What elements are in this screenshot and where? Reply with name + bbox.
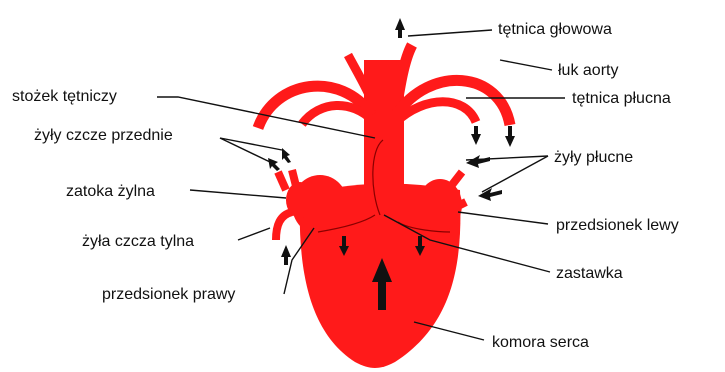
- label-zyly-plucne: żyły płucne: [554, 149, 633, 166]
- label-zyly-czcze-przednie: żyły czcze przednie: [34, 127, 173, 144]
- leader-zyly-czcze-2: [220, 138, 282, 150]
- anterior-vein-2: [292, 170, 296, 186]
- arrow-vein-2: [282, 148, 291, 163]
- label-stozek-tetniczy: stożek tętniczy: [12, 88, 117, 105]
- arrow-down-pulmonary-1: [471, 126, 481, 145]
- label-tetnica-glowowa: tętnica głowowa: [498, 21, 612, 38]
- leader-zatoka: [190, 190, 286, 198]
- label-przedsionek-lewy: przedsionek lewy: [556, 217, 679, 234]
- anterior-vein-1: [278, 172, 286, 190]
- leader-zyly-plucne-2: [482, 156, 548, 192]
- leader-zyly-czcze-1: [220, 138, 270, 162]
- label-przedsionek-prawy: przedsionek prawy: [102, 286, 235, 303]
- label-luk-aorty: łuk aorty: [558, 62, 618, 79]
- arrow-pulmonary-vein-1: [466, 155, 490, 168]
- leader-przedsionek-lewy: [458, 212, 548, 224]
- leader-tetnica-glowowa: [408, 30, 492, 36]
- leader-luk-aorty: [500, 60, 552, 70]
- arrow-down-pulmonary-2: [505, 126, 515, 147]
- heart-structure: [258, 45, 510, 368]
- label-zatoka-zylna: zatoka żylna: [66, 183, 155, 200]
- leader-zyla-tylna: [238, 228, 270, 240]
- label-komora-serca: komora serca: [492, 334, 589, 351]
- arrow-up-posterior: [281, 245, 291, 265]
- label-zastawka: zastawka: [556, 265, 623, 282]
- pulmonary-vein-1: [448, 172, 462, 190]
- label-tetnica-plucna: tętnica płucna: [572, 90, 671, 107]
- arrow-up-top: [395, 18, 405, 38]
- arrow-vein-1: [268, 158, 280, 171]
- arch-left-inner: [302, 105, 372, 124]
- label-zyla-czcza-tylna: żyła czcza tylna: [82, 233, 194, 250]
- posterior-vein: [276, 212, 292, 240]
- arrow-pulmonary-vein-2: [478, 188, 502, 201]
